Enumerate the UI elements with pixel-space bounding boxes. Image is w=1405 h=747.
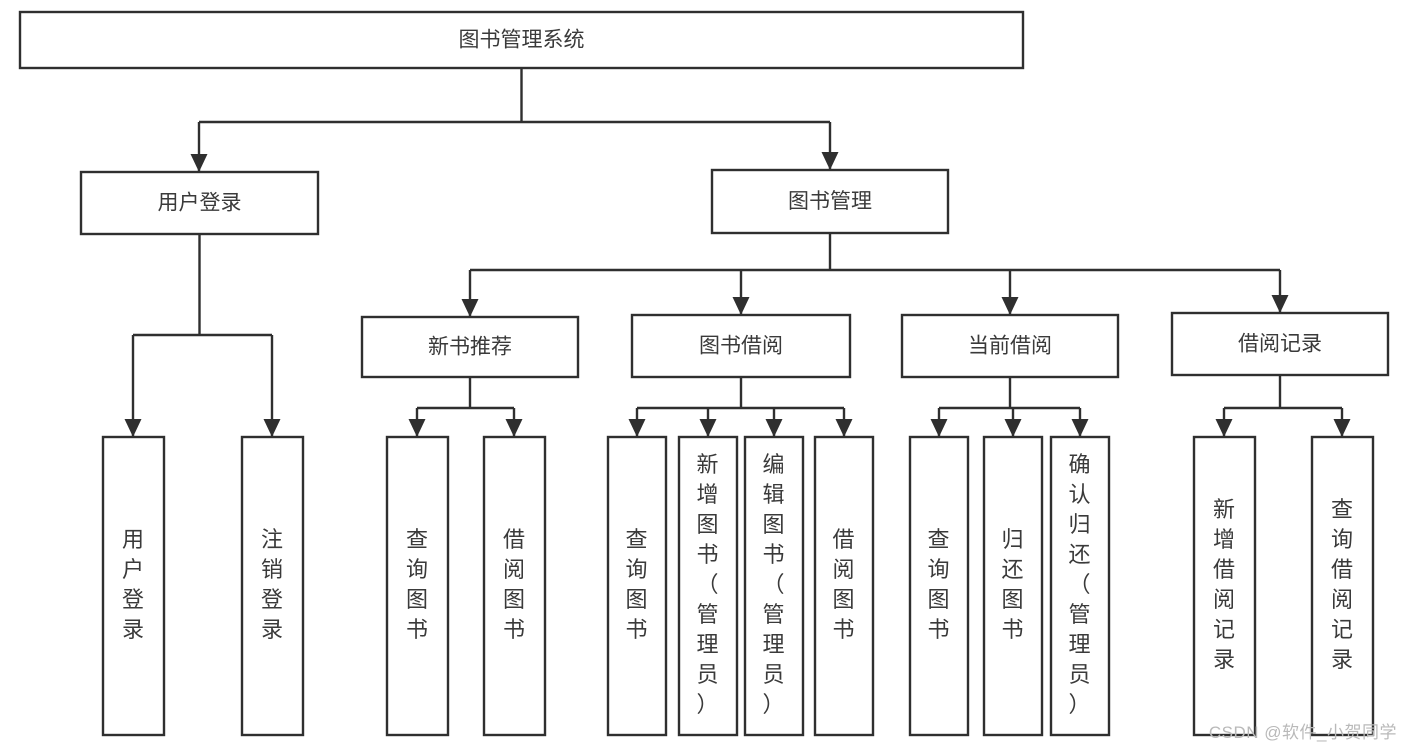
node-leaf-query-book-a-label: 查询图书: [406, 527, 429, 642]
node-new-book-recommend-label: 新书推荐: [428, 336, 512, 359]
node-root-system-label: 图书管理系统: [459, 29, 585, 52]
connector-book-management-to-level3: [461, 233, 1289, 317]
node-leaf-query-book-c[interactable]: 查询图书: [908, 435, 970, 737]
arrow-head-icon: [1004, 419, 1022, 437]
node-book-management-label: 图书管理: [788, 190, 872, 213]
node-leaf-query-book-c-label: 查询图书: [927, 527, 950, 642]
node-leaf-query-borrow-record-label: 查询借阅记录: [1331, 497, 1354, 672]
node-leaf-user-logout-label: 注销登录: [261, 527, 284, 642]
connector-borrow-record-to-leaves: [1215, 375, 1351, 437]
node-current-borrow-label: 当前借阅: [968, 335, 1052, 358]
node-book-borrow-label: 图书借阅: [699, 335, 783, 358]
node-leaf-confirm-return-box[interactable]: [1049, 435, 1111, 737]
node-leaf-user-login-label: 用户登录: [122, 527, 145, 642]
connector-layer: [124, 68, 1351, 437]
arrow-head-icon: [263, 419, 281, 437]
node-leaf-user-login[interactable]: 用户登录: [101, 435, 166, 737]
node-leaf-user-login-box[interactable]: [101, 435, 166, 737]
node-leaf-borrow-book-a-box[interactable]: [482, 435, 547, 737]
node-leaf-query-borrow-record-box[interactable]: [1310, 435, 1375, 737]
node-new-book-recommend-box[interactable]: [360, 315, 580, 379]
node-leaf-borrow-book-a-label: 借阅图书: [503, 527, 526, 642]
node-leaf-return-book-label: 归还图书: [1001, 527, 1024, 642]
connector-root-to-level2: [190, 68, 839, 172]
node-leaf-confirm-return-label: 确认归还（管理员）: [1068, 452, 1091, 717]
node-leaf-edit-book-box[interactable]: [743, 435, 805, 737]
connector-new-book-to-leaves: [408, 377, 523, 437]
node-root-system[interactable]: 图书管理系统: [18, 10, 1025, 70]
arrow-head-icon: [505, 419, 523, 437]
node-leaf-add-borrow-record[interactable]: 新增借阅记录: [1192, 435, 1257, 737]
node-leaf-edit-book-label: 编辑图书（管理员）: [762, 452, 785, 717]
node-borrow-record-box[interactable]: [1170, 311, 1390, 377]
node-root-system-box[interactable]: [18, 10, 1025, 70]
arrow-head-icon: [765, 419, 783, 437]
node-leaf-add-book-label: 新增图书（管理员）: [696, 452, 719, 717]
node-leaf-borrow-book-b[interactable]: 借阅图书: [813, 435, 875, 737]
csdn-watermark: CSDN @软件_小贺同学: [1208, 723, 1397, 742]
node-current-borrow-box[interactable]: [900, 313, 1120, 379]
arrow-head-icon: [408, 419, 426, 437]
node-leaf-query-borrow-record[interactable]: 查询借阅记录: [1310, 435, 1375, 737]
node-leaf-query-book-b[interactable]: 查询图书: [606, 435, 668, 737]
node-leaf-add-borrow-record-box[interactable]: [1192, 435, 1257, 737]
node-book-borrow-box[interactable]: [630, 313, 852, 379]
node-user-login-label: 用户登录: [158, 192, 242, 215]
node-layer: 图书管理系统用户登录图书管理新书推荐图书借阅当前借阅借阅记录用户登录注销登录查询…: [18, 10, 1390, 737]
node-leaf-query-book-a[interactable]: 查询图书: [385, 435, 450, 737]
connector-current-borrow-to-leaves: [930, 377, 1089, 437]
arrow-head-icon: [930, 419, 948, 437]
arrow-head-icon: [190, 154, 208, 172]
node-new-book-recommend[interactable]: 新书推荐: [360, 315, 580, 379]
node-leaf-query-book-b-box[interactable]: [606, 435, 668, 737]
node-leaf-borrow-book-b-box[interactable]: [813, 435, 875, 737]
arrow-head-icon: [124, 419, 142, 437]
node-user-login[interactable]: 用户登录: [79, 170, 320, 236]
arrow-head-icon: [1215, 419, 1233, 437]
node-leaf-query-book-a-box[interactable]: [385, 435, 450, 737]
arrow-head-icon: [1333, 419, 1351, 437]
arrow-head-icon: [835, 419, 853, 437]
arrow-head-icon: [732, 297, 750, 315]
node-leaf-add-borrow-record-label: 新增借阅记录: [1213, 497, 1236, 672]
node-leaf-confirm-return[interactable]: 确认归还（管理员）: [1049, 435, 1111, 737]
node-leaf-add-book[interactable]: 新增图书（管理员）: [677, 435, 739, 737]
node-leaf-add-book-box[interactable]: [677, 435, 739, 737]
node-leaf-query-book-b-label: 查询图书: [625, 527, 648, 642]
node-leaf-borrow-book-b-label: 借阅图书: [832, 527, 855, 642]
connector-book-borrow-to-leaves: [628, 377, 853, 437]
node-book-management-box[interactable]: [710, 168, 950, 235]
arrow-head-icon: [1071, 419, 1089, 437]
node-current-borrow[interactable]: 当前借阅: [900, 313, 1120, 379]
arrow-head-icon: [821, 152, 839, 170]
node-book-borrow[interactable]: 图书借阅: [630, 313, 852, 379]
node-book-management[interactable]: 图书管理: [710, 168, 950, 235]
connector-user-login-to-leaves: [124, 234, 281, 437]
node-leaf-user-logout-box[interactable]: [240, 435, 305, 737]
node-user-login-box[interactable]: [79, 170, 320, 236]
arrow-head-icon: [628, 419, 646, 437]
node-borrow-record-label: 借阅记录: [1238, 333, 1322, 356]
node-borrow-record[interactable]: 借阅记录: [1170, 311, 1390, 377]
arrow-head-icon: [1271, 295, 1289, 313]
node-leaf-return-book-box[interactable]: [982, 435, 1044, 737]
node-leaf-borrow-book-a[interactable]: 借阅图书: [482, 435, 547, 737]
arrow-head-icon: [699, 419, 717, 437]
arrow-head-icon: [1001, 297, 1019, 315]
arrow-head-icon: [461, 299, 479, 317]
node-leaf-query-book-c-box[interactable]: [908, 435, 970, 737]
node-leaf-return-book[interactable]: 归还图书: [982, 435, 1044, 737]
node-leaf-user-logout[interactable]: 注销登录: [240, 435, 305, 737]
node-leaf-edit-book[interactable]: 编辑图书（管理员）: [743, 435, 805, 737]
